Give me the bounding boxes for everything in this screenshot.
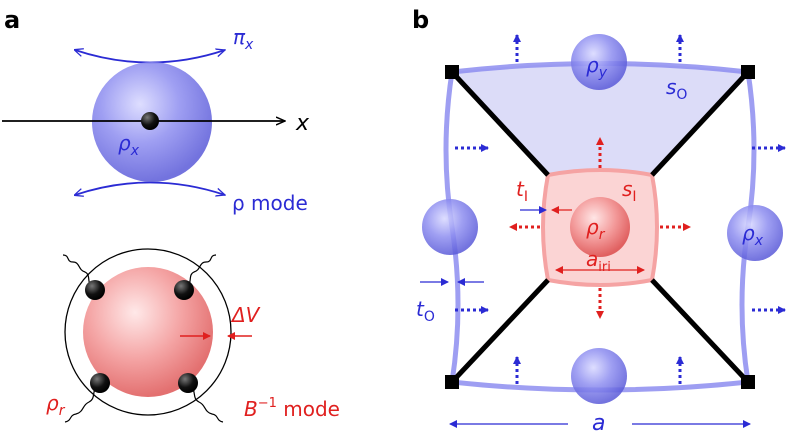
inner-rho-r-sphere <box>570 197 630 257</box>
blue-dotted-arrows <box>455 34 786 384</box>
pi-x-label: πx <box>233 25 254 53</box>
center-bead <box>141 112 159 130</box>
node-tl <box>445 65 459 79</box>
rho-y-sphere <box>571 34 627 90</box>
bead-tr <box>174 280 194 300</box>
corner-nodes <box>445 65 755 389</box>
panel-a: a πx x ρx ρ mode ΔV ρr B−1 mode <box>2 6 340 423</box>
rho-y-label: ρy <box>586 53 608 81</box>
s-o-label: sO <box>666 75 687 103</box>
strut-tr <box>650 70 750 177</box>
spring-tl <box>62 254 96 291</box>
x-axis-label: x <box>295 111 310 136</box>
spring-bl <box>64 382 101 423</box>
bead-br <box>178 373 198 393</box>
t-o-label: tO <box>416 297 435 325</box>
b-inv-mode-label: B−1 mode <box>244 396 340 421</box>
rotation-arrow-bottom <box>75 181 225 196</box>
rho-x-sphere-b <box>727 205 783 261</box>
panel-b: b <box>412 6 786 436</box>
s-i-label: sI <box>622 177 637 205</box>
bead-tl <box>85 280 105 300</box>
spring-br <box>187 382 224 423</box>
red-dotted-arrows <box>509 137 691 319</box>
strut-bl <box>450 278 550 384</box>
a-label: a <box>592 411 605 436</box>
spring-tr <box>183 254 217 291</box>
rho-x-label-b: ρx <box>742 221 764 249</box>
rho-r-label-b: ρr <box>586 215 606 243</box>
left-sphere <box>422 199 478 255</box>
upper-shaded-region <box>452 63 748 175</box>
bottom-sphere <box>571 348 627 404</box>
springs <box>62 254 224 423</box>
bead-bl <box>90 373 110 393</box>
panel-b-label: b <box>412 6 429 34</box>
rotation-arrow-top <box>75 50 225 64</box>
strut-br <box>650 278 750 384</box>
rho-mode-label: ρ mode <box>232 191 308 215</box>
node-tr <box>741 65 755 79</box>
rho-r-sphere <box>83 267 213 397</box>
node-br <box>741 375 755 389</box>
rho-x-label: ρx <box>118 131 140 159</box>
rho-r-label: ρr <box>46 391 66 419</box>
struts <box>450 70 750 384</box>
node-bl <box>445 375 459 389</box>
a-iri-label: airi <box>586 247 611 275</box>
t-i-label: tI <box>516 177 528 205</box>
delta-v-label: ΔV <box>230 303 261 327</box>
panel-a-label: a <box>4 6 20 34</box>
strut-tl <box>450 70 550 177</box>
